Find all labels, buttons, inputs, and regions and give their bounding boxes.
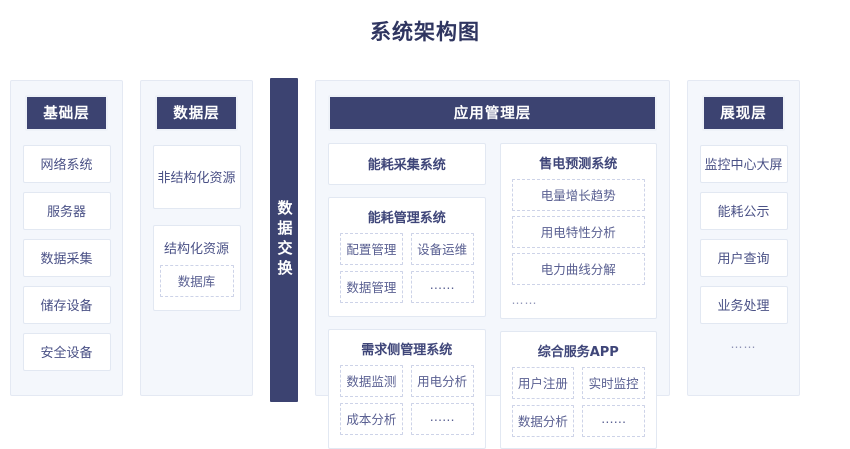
subitem-data-management[interactable]: 数据管理 xyxy=(340,271,403,303)
item-unstructured-resource[interactable]: 非结构化资源 xyxy=(152,145,241,209)
item-network-system[interactable]: 网络系统 xyxy=(22,145,111,183)
data-exchange-bar: 数据交换 xyxy=(270,78,298,402)
card-title-integrated-service-app: 综合服务APP xyxy=(537,345,619,360)
layer-panel-application: 应用管理层 能耗采集系统 能耗管理系统 配置管理 设备运维 数据管理 …… xyxy=(315,80,670,449)
layer-header-application: 应用管理层 xyxy=(328,95,657,131)
subitem-device-ops[interactable]: 设备运维 xyxy=(410,233,474,265)
layer-panel-foundation: 基础层 网络系统 服务器 数据采集 储存设备 安全设备 xyxy=(10,80,123,396)
subitem-more-forecast: …… xyxy=(511,293,538,307)
application-grid: 能耗采集系统 能耗管理系统 配置管理 设备运维 数据管理 …… 需求侧管理系统 xyxy=(328,143,657,449)
subitem-more-integrated-app[interactable]: …… xyxy=(582,405,645,437)
layer-panel-data: 数据层 非结构化资源 结构化资源 数据库 xyxy=(140,80,253,396)
layer-header-data: 数据层 xyxy=(155,95,238,131)
subitem-data-monitoring[interactable]: 数据监测 xyxy=(340,365,403,397)
layer-header-foundation: 基础层 xyxy=(25,95,108,131)
diagram-board: 基础层 网络系统 服务器 数据采集 储存设备 安全设备 数据层 非结构化资源 结… xyxy=(10,78,840,449)
item-more-presentation: …… xyxy=(730,337,757,351)
item-storage-device[interactable]: 储存设备 xyxy=(22,286,111,324)
item-database[interactable]: 数据库 xyxy=(159,265,234,297)
item-energy-disclosure[interactable]: 能耗公示 xyxy=(699,192,788,230)
subitem-user-registration[interactable]: 用户注册 xyxy=(511,367,575,399)
item-business-processing[interactable]: 业务处理 xyxy=(699,286,788,324)
layer-header-presentation: 展现层 xyxy=(702,95,785,131)
subitem-power-curve-decomposition[interactable]: 电力曲线分解 xyxy=(511,253,645,285)
architecture-diagram: 系统架构图 基础层 网络系统 服务器 数据采集 储存设备 安全设备 数据层 非结… xyxy=(10,20,840,449)
card-demand-side-management-system[interactable]: 需求侧管理系统 数据监测 用电分析 成本分析 …… xyxy=(328,329,486,449)
subitem-realtime-monitoring[interactable]: 实时监控 xyxy=(582,367,645,399)
layer-panel-presentation: 展现层 监控中心大屏 能耗公示 用户查询 业务处理 …… xyxy=(687,80,800,396)
subitem-more-energy-management[interactable]: …… xyxy=(410,271,474,303)
item-data-collection[interactable]: 数据采集 xyxy=(22,239,111,277)
data-exchange-label: 数据交换 xyxy=(275,200,294,280)
subitem-grid-integrated-app: 用户注册 实时监控 数据分析 …… xyxy=(511,367,645,437)
card-title-energy-management: 能耗管理系统 xyxy=(367,211,446,226)
subitem-cost-analysis[interactable]: 成本分析 xyxy=(340,403,403,435)
subitem-data-analysis[interactable]: 数据分析 xyxy=(511,405,575,437)
subitem-grid-energy-management: 配置管理 设备运维 数据管理 …… xyxy=(340,233,474,303)
subitem-config-management[interactable]: 配置管理 xyxy=(340,233,403,265)
structured-resource-label: 结构化资源 xyxy=(163,242,229,257)
application-column-left: 能耗采集系统 能耗管理系统 配置管理 设备运维 数据管理 …… 需求侧管理系统 xyxy=(328,143,486,449)
subitem-stack-forecast: 电量增长趋势 用电特性分析 电力曲线分解 …… xyxy=(511,179,645,307)
card-title-demand-side: 需求侧管理系统 xyxy=(361,343,453,358)
item-structured-resource[interactable]: 结构化资源 数据库 xyxy=(152,225,241,311)
card-title-power-sales-forecast: 售电预测系统 xyxy=(539,157,618,172)
card-energy-collection-system[interactable]: 能耗采集系统 xyxy=(328,143,486,185)
subitem-power-usage-analysis[interactable]: 用电分析 xyxy=(410,365,474,397)
card-title-energy-collection: 能耗采集系统 xyxy=(367,158,446,173)
card-energy-management-system[interactable]: 能耗管理系统 配置管理 设备运维 数据管理 …… xyxy=(328,197,486,317)
item-user-query[interactable]: 用户查询 xyxy=(699,239,788,277)
subitem-more-demand-side[interactable]: …… xyxy=(410,403,474,435)
subitem-power-growth-trend[interactable]: 电量增长趋势 xyxy=(511,179,645,211)
item-security-device[interactable]: 安全设备 xyxy=(22,333,111,371)
item-monitoring-center-screen[interactable]: 监控中心大屏 xyxy=(699,145,788,183)
page-title: 系统架构图 xyxy=(370,20,480,44)
subitem-usage-characteristics-analysis[interactable]: 用电特性分析 xyxy=(511,216,645,248)
item-server[interactable]: 服务器 xyxy=(22,192,111,230)
card-integrated-service-app[interactable]: 综合服务APP 用户注册 实时监控 数据分析 …… xyxy=(499,331,657,449)
card-power-sales-forecast-system[interactable]: 售电预测系统 电量增长趋势 用电特性分析 电力曲线分解 …… xyxy=(499,143,657,319)
application-column-right: 售电预测系统 电量增长趋势 用电特性分析 电力曲线分解 …… 综合服务APP 用… xyxy=(499,143,657,449)
subitem-grid-demand-side: 数据监测 用电分析 成本分析 …… xyxy=(340,365,474,435)
